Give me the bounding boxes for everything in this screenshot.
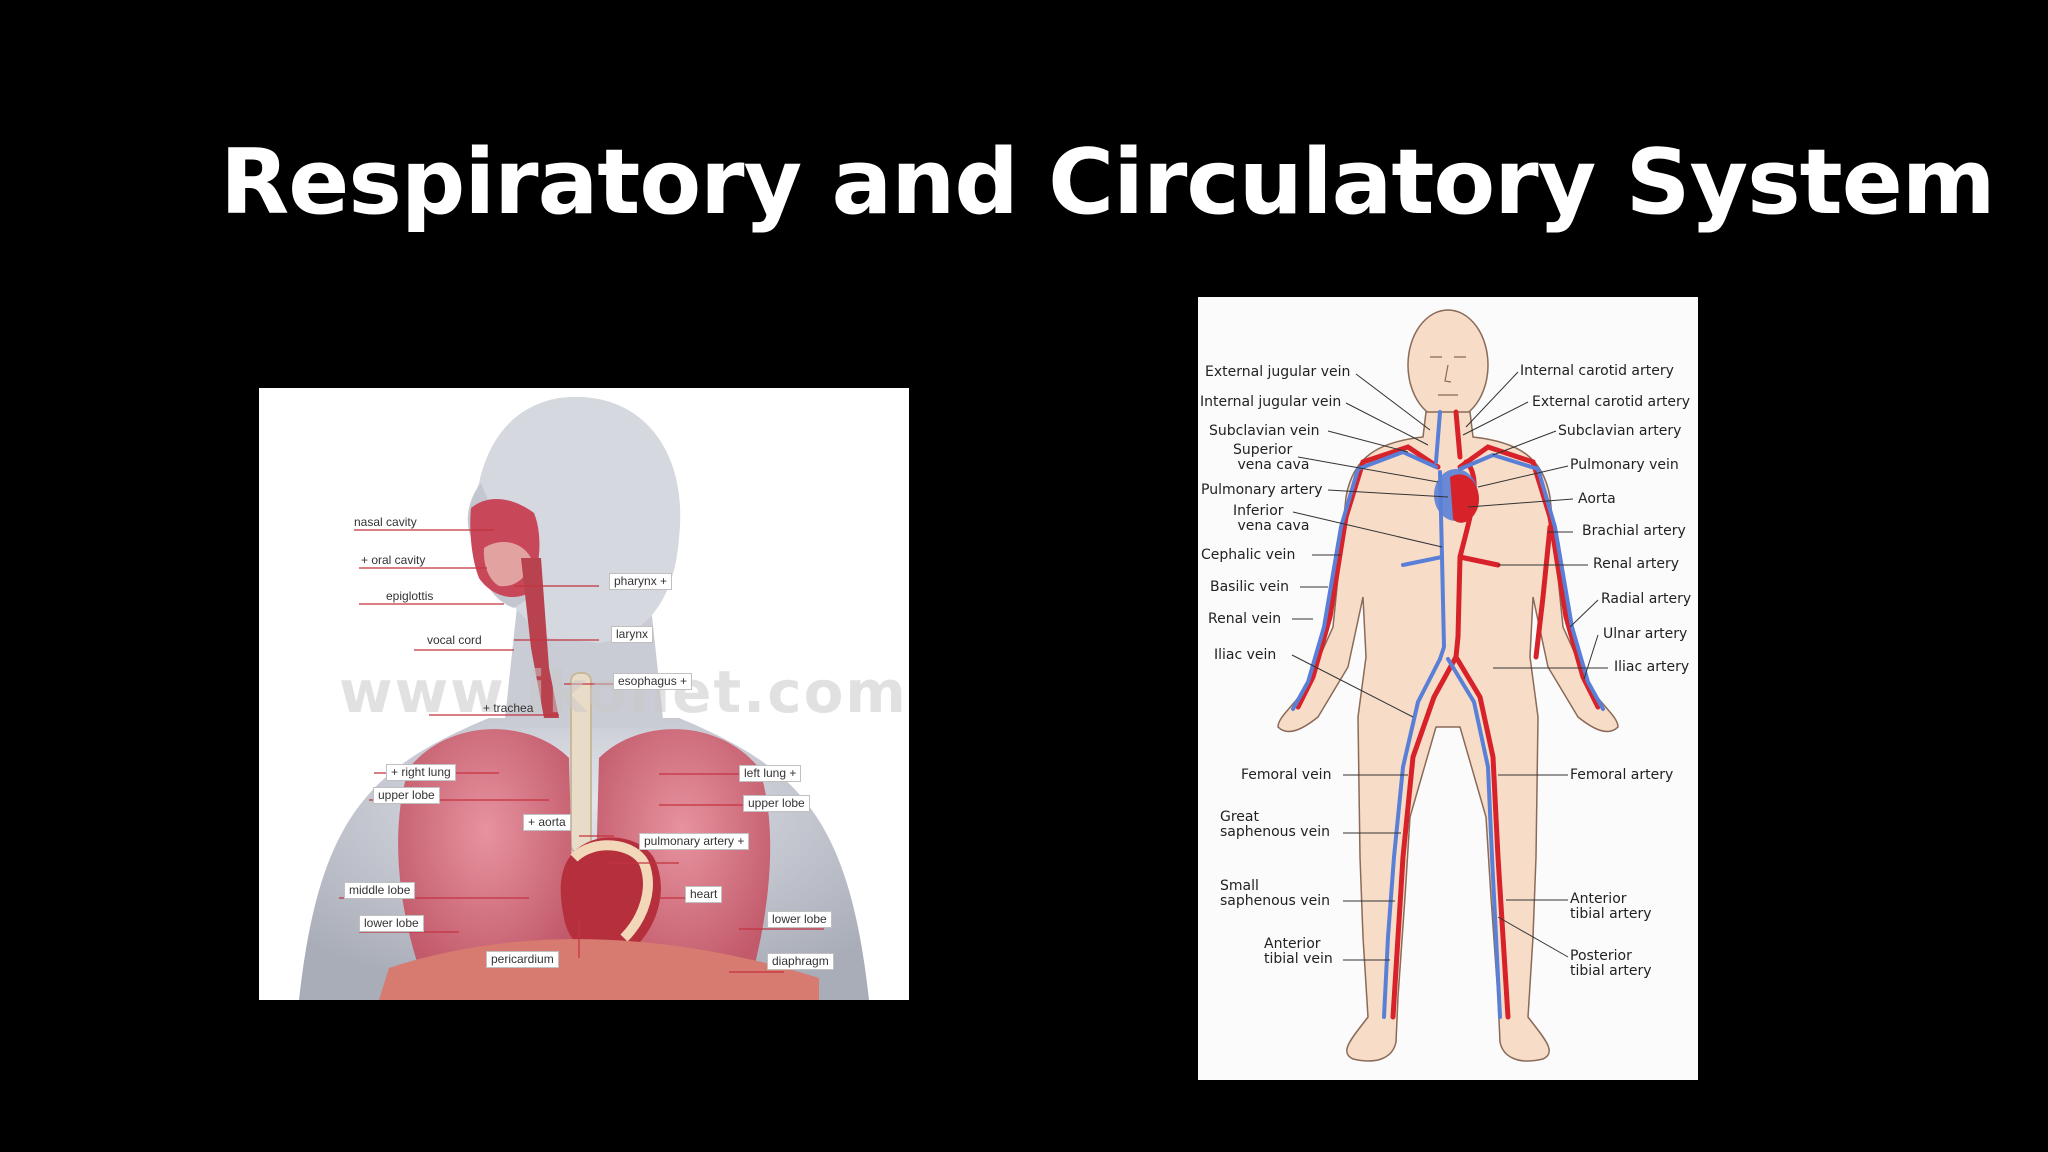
label-anterior-tibial-vein: Anterior tibial vein [1264,936,1333,967]
label-right-lung: + right lung [386,764,456,781]
label-subclavian-artery: Subclavian artery [1558,423,1682,439]
label-iliac-artery: Iliac artery [1614,659,1690,675]
label-pulmonary-artery: Pulmonary artery [1201,482,1323,498]
label-epiglottis: epiglottis [386,589,434,603]
label-subclavian-vein: Subclavian vein [1209,423,1320,439]
label-basilic-vein: Basilic vein [1210,579,1289,595]
circulatory-system-diagram: External jugular vein Internal jugular v… [1198,297,1698,1080]
label-inferior-vena-cava: Inferior vena cava [1233,503,1310,534]
label-femoral-vein: Femoral vein [1241,767,1332,783]
label-internal-carotid-artery: Internal carotid artery [1520,363,1674,379]
label-pharynx: pharynx + [609,573,673,590]
label-external-jugular-vein: External jugular vein [1205,364,1351,380]
label-pulmonary-artery: pulmonary artery + [639,833,750,850]
label-renal-artery: Renal artery [1593,556,1679,572]
label-external-carotid-artery: External carotid artery [1532,394,1691,410]
label-heart: heart [685,886,723,903]
label-lower-lobe-left: lower lobe [359,915,424,932]
respiratory-illustration [299,396,869,1000]
label-larynx: larynx [611,626,654,643]
label-aorta: Aorta [1578,491,1616,507]
circulatory-illustration [1277,309,1619,1062]
label-radial-artery: Radial artery [1601,591,1692,607]
label-left-lung: left lung + [739,765,802,782]
respiratory-system-diagram: www.ikonet.com nasal cavity + oral cavit… [259,388,909,1000]
label-oral-cavity: + oral cavity [361,553,426,567]
label-cephalic-vein: Cephalic vein [1201,547,1296,563]
label-great-saphenous-vein: Great saphenous vein [1220,809,1330,840]
label-ulnar-artery: Ulnar artery [1603,626,1688,642]
label-nasal-cavity: nasal cavity [354,515,417,529]
label-superior-vena-cava: Superior vena cava [1233,442,1310,473]
label-lower-lobe-right: lower lobe [767,911,832,928]
slide-title: Respiratory and Circulatory System [220,130,1996,235]
label-internal-jugular-vein: Internal jugular vein [1200,394,1342,410]
label-brachial-artery: Brachial artery [1582,523,1686,539]
label-anterior-tibial-artery: Anterior tibial artery [1570,891,1652,922]
label-femoral-artery: Femoral artery [1570,767,1674,783]
label-upper-lobe-right: upper lobe [743,795,810,812]
label-esophagus: esophagus + [613,673,693,690]
label-pulmonary-vein: Pulmonary vein [1570,457,1679,473]
label-aorta: + aorta [523,814,571,831]
watermark: www.ikonet.com [339,658,908,726]
label-pericardium: pericardium [486,951,559,968]
label-upper-lobe-left: upper lobe [373,787,440,804]
label-trachea: + trachea [483,701,534,715]
label-iliac-vein: Iliac vein [1214,647,1277,663]
label-renal-vein: Renal vein [1208,611,1282,627]
label-small-saphenous-vein: Small saphenous vein [1220,878,1330,909]
label-posterior-tibial-artery: Posterior tibial artery [1570,948,1652,979]
label-middle-lobe: middle lobe [344,882,416,899]
label-vocal-cord: vocal cord [427,633,482,647]
label-diaphragm: diaphragm [767,953,834,970]
